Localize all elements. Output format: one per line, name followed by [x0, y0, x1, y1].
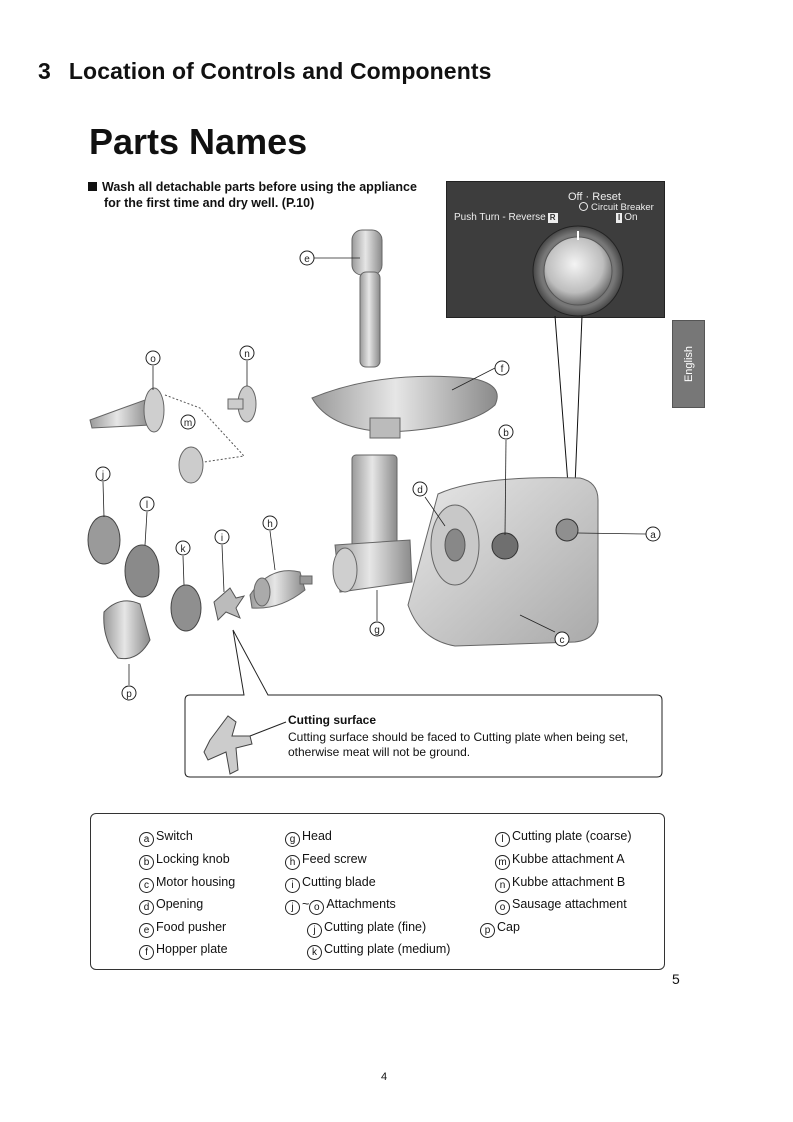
off-reset-label: Off · Reset	[568, 191, 621, 203]
control-panel-photo: Off · Reset Circuit Breaker Push Turn - …	[446, 181, 665, 318]
svg-text:a: a	[650, 530, 656, 541]
kubbe-attachments-drawing	[164, 385, 257, 484]
marker-p: p	[121, 685, 137, 701]
head-drawing	[332, 454, 413, 593]
callout-title: Cutting surface	[288, 713, 377, 727]
i-mark: I	[616, 213, 623, 223]
svg-text:c: c	[560, 635, 565, 646]
svg-text:l: l	[146, 500, 148, 511]
parts-legend	[90, 813, 665, 970]
cutting-plates-drawing	[87, 515, 202, 632]
cap-drawing	[103, 600, 151, 660]
cutting-surface-callout-box	[184, 629, 663, 778]
svg-text:g: g	[374, 625, 380, 636]
cutting-blade-closeup-icon	[203, 715, 287, 775]
marker-d: d	[412, 481, 428, 497]
svg-text:k: k	[181, 544, 187, 555]
marker-m: m	[180, 414, 196, 430]
section-number: 3	[38, 58, 51, 84]
r-mark: R	[547, 213, 558, 223]
callout-text: Cutting surface should be faced to Cutti…	[288, 730, 629, 759]
bullet-square-icon	[88, 182, 97, 191]
marker-j: j	[95, 466, 111, 482]
marker-b: b	[498, 424, 514, 440]
circle-mark-icon	[579, 202, 588, 211]
page-number-right: 5	[672, 971, 680, 987]
marker-l: l	[139, 496, 155, 512]
feed-screw-drawing	[249, 570, 313, 609]
page-number-bottom: 4	[381, 1071, 388, 1083]
svg-text:h: h	[267, 519, 273, 530]
section-title: 3 Location of Controls and Components	[38, 58, 492, 85]
svg-text:o: o	[150, 354, 156, 365]
marker-a: a	[645, 526, 661, 542]
sausage-attachment-drawing	[89, 387, 165, 433]
cutting-blade-drawing	[213, 587, 246, 621]
svg-text:p: p	[126, 689, 132, 700]
svg-text:d: d	[417, 485, 423, 496]
marker-h: h	[262, 515, 278, 531]
marker-g: g	[369, 621, 385, 637]
marker-o: o	[145, 350, 161, 366]
note-line-1: Wash all detachable parts before using t…	[102, 180, 417, 194]
marker-c: c	[554, 631, 570, 647]
marker-n: n	[239, 345, 255, 361]
language-tab: English	[672, 320, 705, 408]
svg-text:i: i	[221, 533, 223, 544]
page-heading: Parts Names	[89, 121, 308, 162]
note-line-2: for the first time and dry well. (P.10)	[104, 196, 315, 210]
food-pusher-drawing	[351, 229, 383, 368]
motor-housing-drawing	[407, 477, 599, 647]
hopper-plate-drawing	[311, 375, 498, 439]
svg-text:j: j	[101, 470, 104, 481]
circuit-breaker-label: Circuit Breaker	[579, 202, 654, 213]
svg-text:n: n	[244, 349, 250, 360]
marker-f: f	[494, 360, 510, 376]
marker-e: e	[299, 250, 315, 266]
svg-text:b: b	[503, 428, 509, 439]
section-title-text: Location of Controls and Components	[68, 58, 492, 84]
svg-text:m: m	[184, 418, 192, 429]
svg-text:f: f	[501, 364, 504, 375]
switch-dial-icon	[532, 225, 624, 317]
marker-i: i	[214, 529, 230, 545]
wash-note: Wash all detachable parts before using t…	[88, 179, 417, 211]
marker-k: k	[175, 540, 191, 556]
svg-text:e: e	[304, 254, 310, 265]
